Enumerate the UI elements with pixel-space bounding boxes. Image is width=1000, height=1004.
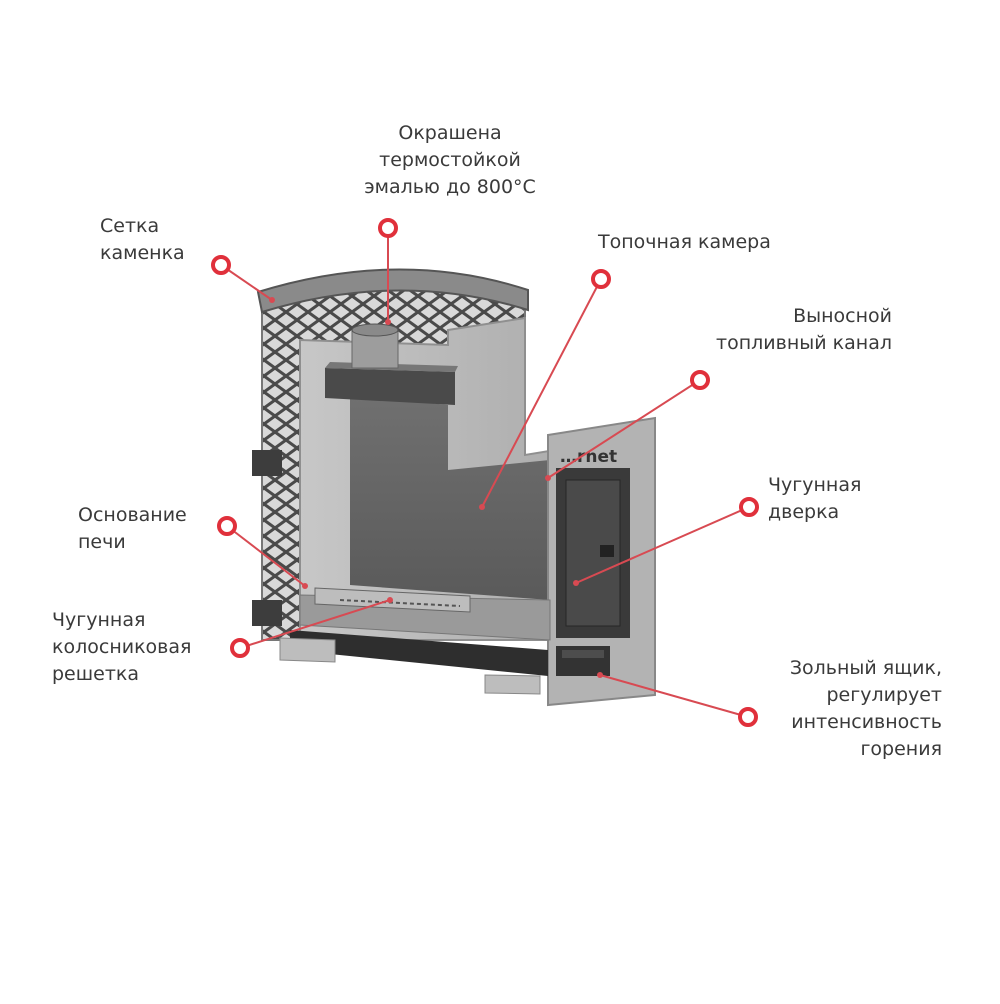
label-fuel-channel: Выносной топливный канал [716, 305, 892, 354]
leader-line-grate [239, 599, 391, 649]
leader-line-base [226, 525, 306, 587]
mesh-clamp [252, 450, 282, 476]
marker-fuel-channel[interactable] [690, 370, 710, 390]
stove-base [279, 587, 551, 695]
leader-line-mesh [220, 264, 273, 301]
leader-dot-grate [387, 597, 393, 603]
ash-tray-rail [290, 630, 548, 676]
leader-dot-ash-box [597, 672, 603, 678]
leader-dot-mesh [269, 297, 275, 303]
marker-grate[interactable] [230, 638, 250, 658]
callout-lines [211, 218, 759, 727]
marker-paint[interactable] [378, 218, 398, 238]
label-door: Чугунная дверка [768, 474, 862, 523]
marker-base[interactable] [217, 516, 237, 536]
leader-dot-paint [385, 319, 391, 325]
leader-line-door [575, 506, 750, 584]
marker-door[interactable] [739, 497, 759, 517]
label-paint: Окрашена термостойкой эмалью до 800°C [364, 122, 536, 198]
leader-dot-base [302, 583, 308, 589]
firebox-chamber [350, 395, 550, 600]
label-grate: Чугунная колосниковая решетка [52, 609, 192, 685]
leader-dot-firebox [479, 504, 485, 510]
leader-dot-fuel-channel [545, 475, 551, 481]
foot-right [484, 674, 541, 695]
marker-firebox[interactable] [591, 269, 611, 289]
stove-body [299, 316, 556, 641]
leader-line-firebox [481, 278, 602, 508]
mesh-top-rim [256, 268, 529, 314]
leader-line-fuel-channel [547, 379, 701, 479]
label-ash-box: Зольный ящик, регулирует интенсивность г… [789, 657, 942, 760]
label-firebox: Топочная камера [598, 231, 771, 253]
door-handle[interactable] [600, 545, 614, 557]
label-base: Основание печи [78, 504, 187, 553]
leader-line-ash-box [599, 674, 749, 718]
mesh-clamp-lower [252, 600, 282, 626]
leader-dot-door [573, 580, 579, 586]
foot-left [279, 637, 336, 663]
marker-mesh[interactable] [211, 255, 231, 275]
marker-ash-box[interactable] [738, 707, 758, 727]
front-plate: …rnet [547, 416, 656, 707]
label-mesh: Сетка каменка [100, 215, 185, 264]
